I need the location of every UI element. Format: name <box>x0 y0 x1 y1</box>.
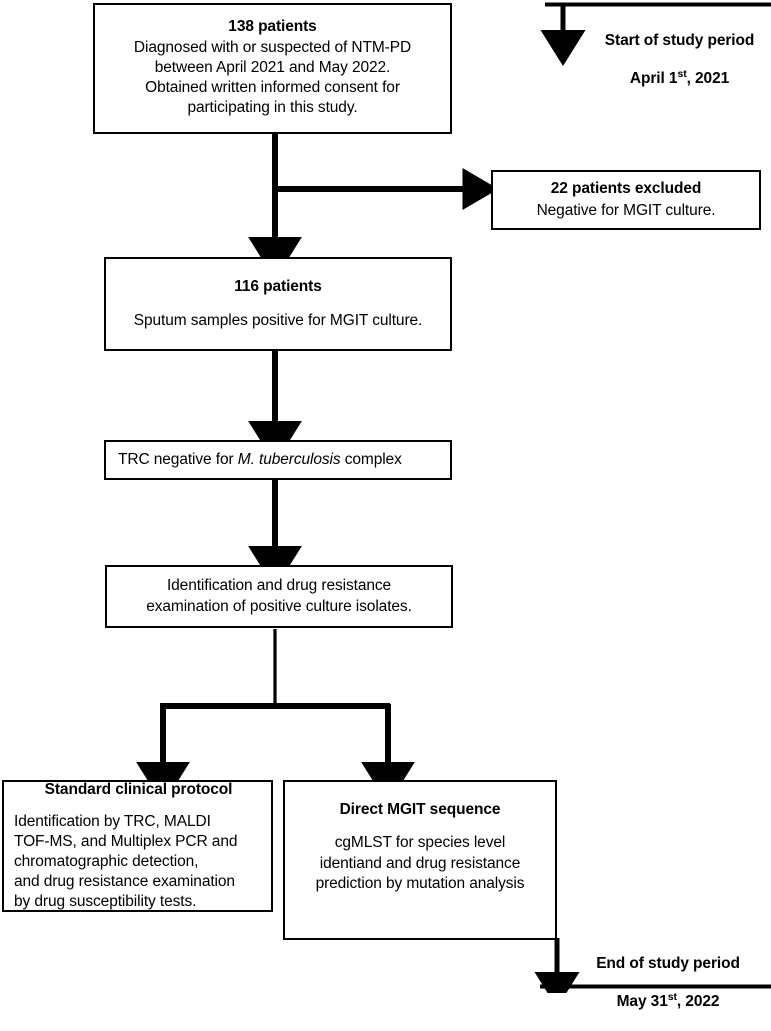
note-study-end-line2: May 31st, 2022 <box>565 990 771 1012</box>
box-enrollment-body: Diagnosed with or suspected of NTM-PD be… <box>133 38 412 117</box>
box-culture-positive-title: 116 patients <box>234 277 322 295</box>
flowchart-canvas: 138 patients Diagnosed with or suspected… <box>2 2 771 1010</box>
study-end-date-ordinal: st <box>667 990 677 1003</box>
note-study-end-line1: End of study period <box>596 954 740 972</box>
box-standard-protocol-title: Standard clinical protocol <box>44 780 233 798</box>
trc-text-post: complex <box>340 450 402 468</box>
box-trc-negative-body: TRC negative for M. tuberculosis complex <box>118 450 438 470</box>
note-study-start-line1: Start of study period <box>604 31 755 49</box>
study-start-date-ordinal: st <box>677 67 687 80</box>
study-end-date-pre: May 31 <box>616 992 668 1010</box>
box-enrollment: 138 patients Diagnosed with or suspected… <box>93 3 452 134</box>
box-excluded-body: Negative for MGIT culture. <box>536 201 716 219</box>
box-identification: Identification and drug resistance exami… <box>105 565 453 628</box>
box-direct-mgit-sequence-body: cgMLST for species level identiand and d… <box>315 834 525 892</box>
trc-text-pre: TRC negative for <box>118 450 238 468</box>
box-direct-mgit-sequence: Direct MGIT sequence cgMLST for species … <box>283 780 557 940</box>
box-identification-body: Identification and drug resistance exami… <box>146 577 412 615</box>
study-start-date-post: , 2021 <box>686 69 730 87</box>
box-excluded-title: 22 patients excluded <box>550 180 702 198</box>
note-study-start-line2: April 1st, 2021 <box>588 67 771 89</box>
box-excluded: 22 patients excluded Negative for MGIT c… <box>491 170 761 230</box>
note-study-start: Start of study period April 1st, 2021 <box>588 13 771 108</box>
box-culture-positive: 116 patients Sputum samples positive for… <box>104 257 452 351</box>
note-study-end: End of study period May 31st, 2022 <box>565 936 771 1031</box>
box-standard-protocol: Standard clinical protocol Identificatio… <box>2 780 273 912</box>
box-direct-mgit-sequence-title: Direct MGIT sequence <box>339 801 501 819</box>
box-culture-positive-body: Sputum samples positive for MGIT culture… <box>133 312 423 329</box>
box-trc-negative: TRC negative for M. tuberculosis complex <box>104 440 452 480</box>
box-enrollment-title: 138 patients <box>228 17 317 35</box>
study-start-date-pre: April 1 <box>629 69 678 87</box>
box-standard-protocol-body: Identification by TRC, MALDI TOF-MS, and… <box>14 812 238 911</box>
study-end-date-post: , 2022 <box>676 992 720 1010</box>
trc-text-species: M. tuberculosis <box>237 450 341 468</box>
